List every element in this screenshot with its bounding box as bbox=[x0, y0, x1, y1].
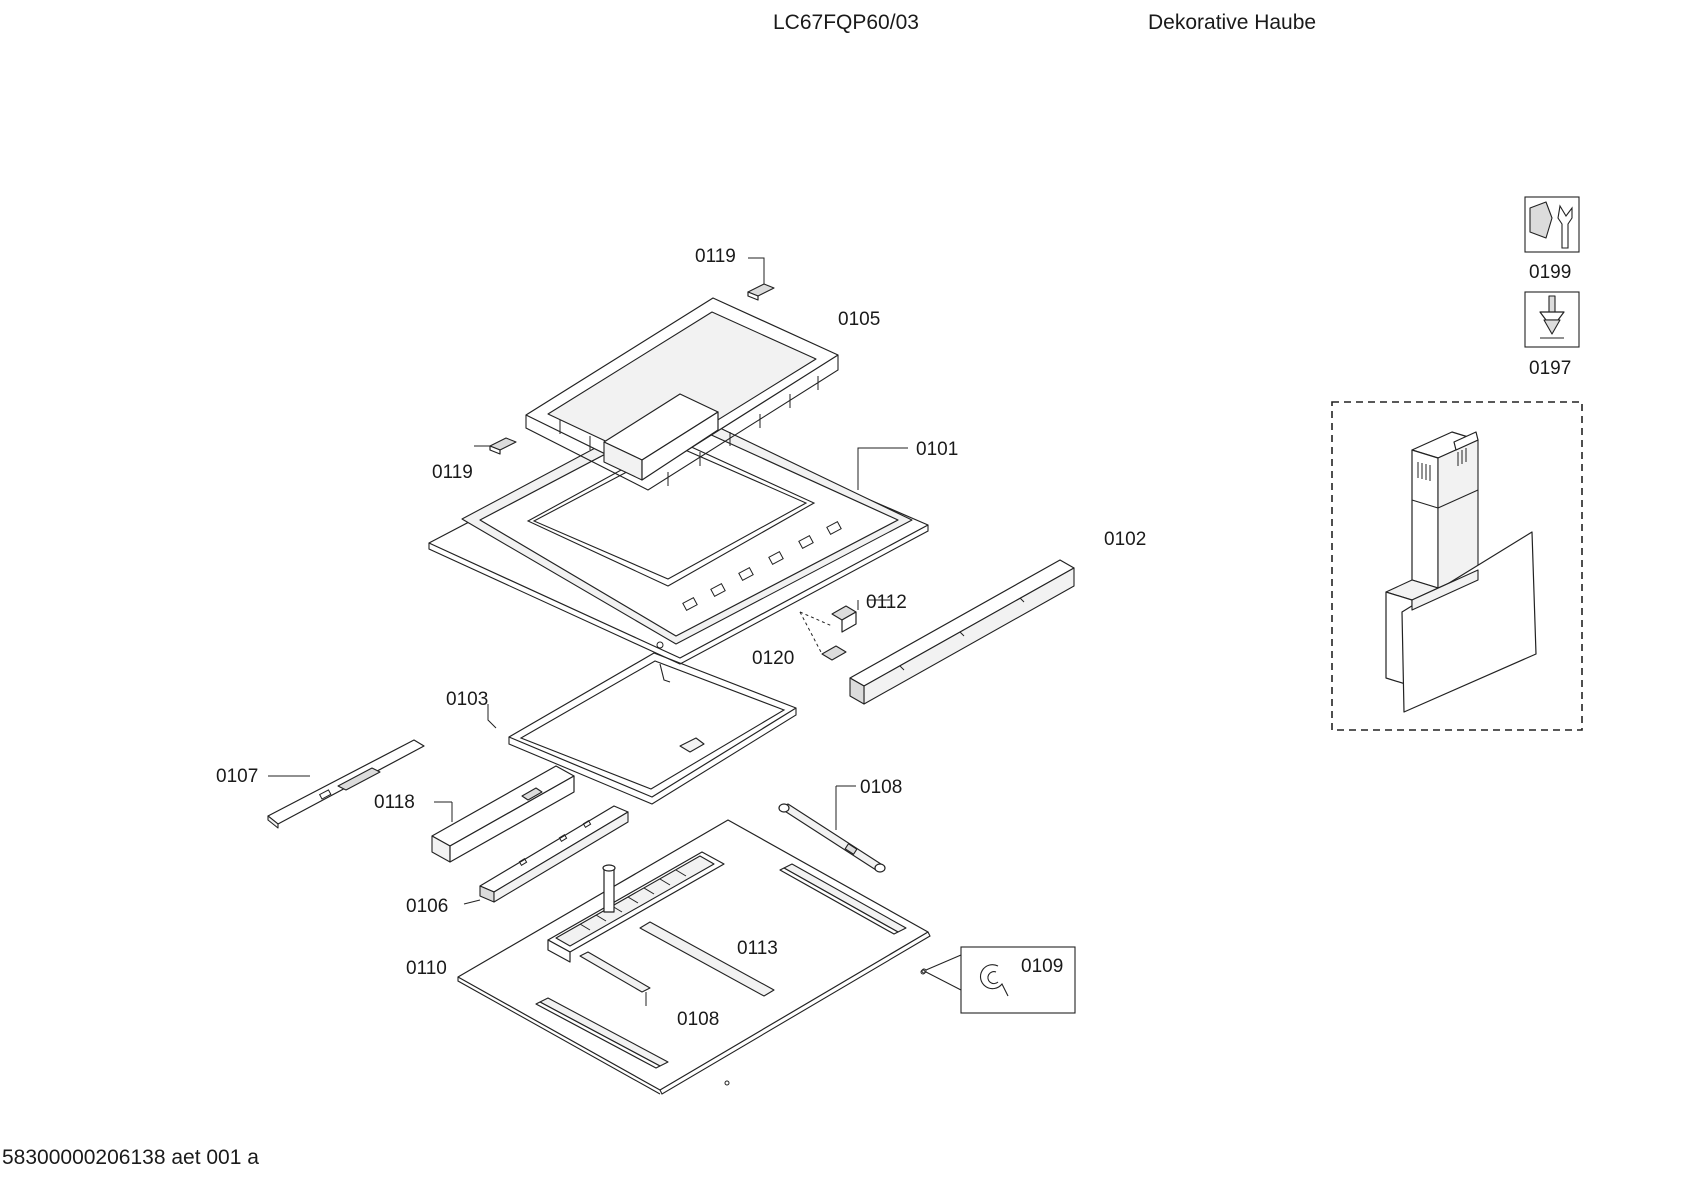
label-0108: 0108 bbox=[677, 1009, 719, 1030]
dashed-connector bbox=[799, 611, 833, 655]
label-0110: 0110 bbox=[406, 958, 447, 979]
label-0197: 0197 bbox=[1529, 358, 1571, 379]
part-side-rail-back[interactable] bbox=[779, 863, 907, 935]
label-0199: 0199 bbox=[1529, 262, 1571, 283]
label-0108: 0108 bbox=[860, 777, 902, 798]
part-0105-top-frame[interactable] bbox=[525, 297, 839, 491]
label-0119: 0119 bbox=[432, 462, 473, 483]
label-0107: 0107 bbox=[216, 766, 258, 787]
part-0119-clip-top[interactable] bbox=[747, 283, 775, 301]
label-0103: 0103 bbox=[446, 689, 488, 710]
screw-dot bbox=[920, 969, 926, 975]
label-0120: 0120 bbox=[752, 648, 794, 669]
part-0107-switch-strip[interactable] bbox=[267, 739, 425, 829]
label-0118: 0118 bbox=[374, 792, 415, 813]
part-0101-main-frame[interactable] bbox=[428, 405, 929, 683]
label-0101: 0101 bbox=[916, 439, 958, 460]
label-0106: 0106 bbox=[406, 896, 448, 917]
part-0108-rod-upper[interactable] bbox=[778, 803, 886, 873]
part-0106-control-strip[interactable] bbox=[479, 805, 629, 903]
part-0118-housing[interactable] bbox=[431, 765, 575, 863]
part-0102-channel[interactable] bbox=[849, 559, 1075, 705]
document-code: 58300000206138 aet 001 a bbox=[2, 1146, 259, 1169]
part-0113-cross-bar[interactable] bbox=[639, 921, 775, 997]
wrench-icon bbox=[1524, 196, 1580, 253]
leader-lines bbox=[268, 257, 908, 905]
part-0120-cover[interactable] bbox=[821, 645, 847, 661]
model-number: LC67FQP60/03 bbox=[773, 11, 919, 34]
label-0119: 0119 bbox=[695, 246, 736, 267]
screw-icon bbox=[1524, 291, 1580, 348]
screw-dot bbox=[724, 1080, 730, 1086]
part-0112-sensor[interactable] bbox=[831, 605, 857, 633]
part-labels: 0119 0105 0119 0101 0102 0112 0120 0103 … bbox=[216, 246, 1571, 1030]
part-0103-filter-frame[interactable] bbox=[508, 652, 797, 805]
part-0119-clip-left[interactable] bbox=[489, 437, 517, 455]
part-comb-strip[interactable] bbox=[547, 851, 725, 963]
hood-overview bbox=[1331, 401, 1583, 731]
part-0108-rod-lower[interactable] bbox=[579, 951, 651, 1006]
label-0113: 0113 bbox=[737, 938, 778, 959]
label-0105: 0105 bbox=[838, 309, 880, 330]
detail-box-0109[interactable] bbox=[921, 946, 1076, 1014]
label-0109: 0109 bbox=[1021, 956, 1063, 977]
label-0112: 0112 bbox=[866, 592, 907, 613]
part-side-rail-front[interactable] bbox=[535, 997, 669, 1069]
product-description: Dekorative Haube bbox=[1148, 11, 1317, 34]
label-0102: 0102 bbox=[1104, 529, 1146, 550]
